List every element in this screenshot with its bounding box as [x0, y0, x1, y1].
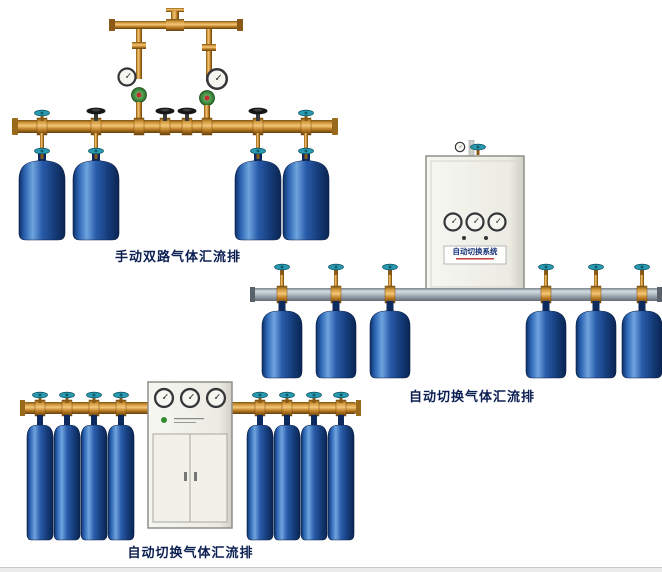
teal-handwheel-icon: [382, 263, 398, 276]
gas-cylinder: [80, 414, 108, 541]
gas-cylinder: [369, 300, 411, 379]
gas-cylinder: [575, 300, 617, 379]
cabinet-door-left: [152, 433, 191, 523]
pressure-gauge-icon: [487, 212, 507, 232]
main-manifold-pipe: [12, 117, 338, 136]
pressure-gauge-icon: [205, 67, 229, 91]
teal-handwheel-icon: [634, 263, 650, 276]
black-handwheel-icon: [177, 107, 197, 121]
gas-cylinder: [261, 300, 303, 379]
power-indicator-icon: [161, 417, 167, 423]
cylinder-valve-icon: [88, 147, 104, 160]
cylinder-connections: [40, 133, 308, 151]
teal-handwheel-icon: [538, 263, 554, 276]
gas-cylinder: [53, 414, 81, 541]
auto-switch-manifold-figure: 自动切换系统: [250, 140, 662, 379]
auto-switch-cabinet-manifold-figure: [20, 381, 361, 541]
door-handle-icon: [184, 472, 187, 481]
black-handwheel-icon: [86, 107, 106, 121]
caption-auto-switch-cabinet-manifold: 自动切换气体汇流排: [127, 545, 254, 560]
pressure-regulator-right: [199, 67, 229, 120]
header-pipe-assembly: [109, 8, 243, 81]
pressure-gauge-icon: [205, 387, 227, 409]
pressure-gauge-icon: [153, 387, 175, 409]
caption-manual-dual-manifold: 手动双路气体汇流排: [114, 249, 241, 264]
manual-manifold-figure: [12, 8, 338, 241]
gas-cylinders: [261, 300, 662, 379]
gas-cylinder: [327, 414, 355, 541]
control-cabinet: [147, 381, 233, 529]
control-cabinet: 自动切换系统: [425, 140, 525, 293]
pressure-gauge-icon: [179, 387, 201, 409]
teal-handwheel-icon: [588, 263, 604, 276]
pressure-gauge-icon: [454, 141, 466, 153]
steel-manifold-pipe: [250, 285, 662, 304]
pressure-gauge-icon: [443, 212, 463, 232]
gas-cylinder: [246, 414, 274, 541]
cylinder-valve-icon: [34, 147, 50, 160]
gas-cylinder: [26, 414, 54, 541]
teal-handwheel-icon: [328, 263, 344, 276]
gas-cylinder: [18, 150, 66, 241]
pressure-regulator-left: [117, 67, 147, 120]
pressure-gauge-icon: [465, 212, 485, 232]
cylinder-valves-above-pipe: [274, 263, 650, 289]
teal-handwheel-icon: [274, 263, 290, 276]
page-bottom-divider: [0, 567, 662, 572]
gas-cylinder: [300, 414, 328, 541]
caption-auto-switch-manifold: 自动切换气体汇流排: [408, 389, 535, 404]
pressure-gauge-icon: [117, 67, 137, 87]
gas-cylinder: [525, 300, 567, 379]
black-handwheel-icon: [155, 107, 175, 121]
gas-cylinder: [621, 300, 662, 379]
gas-cylinder: [273, 414, 301, 541]
gas-cylinder: [315, 300, 357, 379]
door-handle-icon: [194, 472, 197, 481]
gas-cylinder: [107, 414, 135, 541]
pipe-valve-handwheels: [34, 107, 314, 122]
cabinet-label: 自动切换系统: [453, 246, 498, 256]
gas-cylinder: [72, 150, 120, 241]
black-handwheel-icon: [248, 107, 268, 121]
